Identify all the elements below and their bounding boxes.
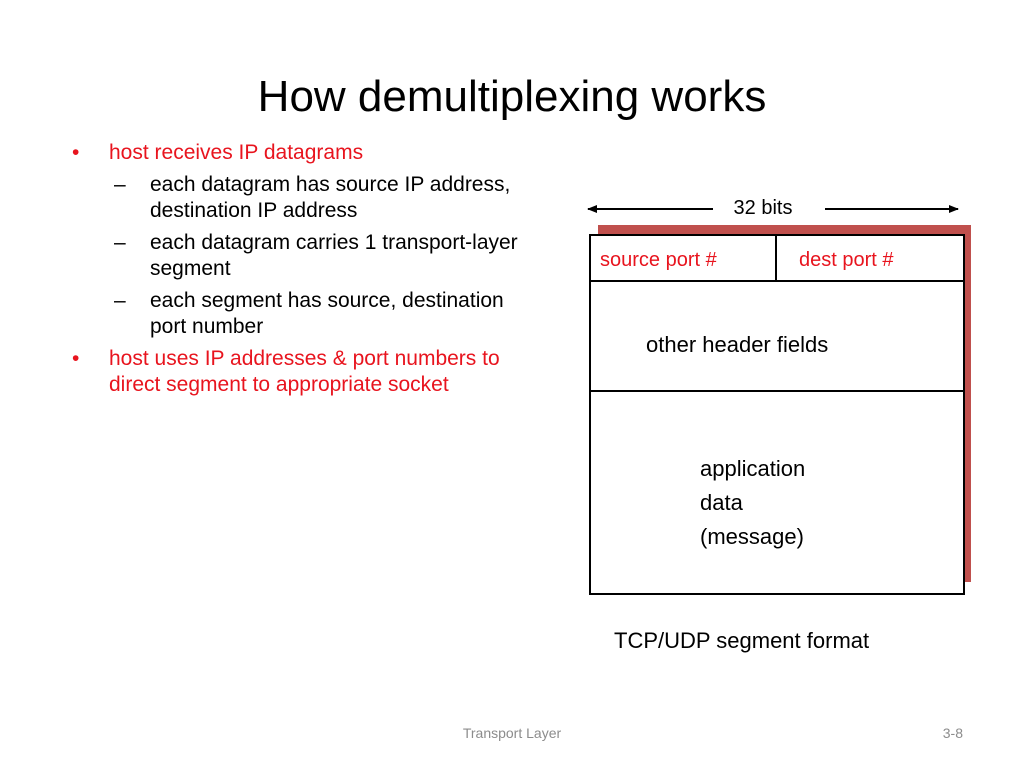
sub-bullet-marker: – <box>114 289 126 312</box>
slide-title: How demultiplexing works <box>257 72 767 121</box>
bullet-item: • host uses IP addresses & port numbers … <box>60 346 520 398</box>
app-data-line: (message) <box>700 524 804 549</box>
sub-bullet-item: – each segment has source, destination p… <box>105 288 520 340</box>
source-port-field: source port # <box>600 249 717 271</box>
page-number: 3-8 <box>942 725 963 741</box>
sub-bullet-marker: – <box>114 231 126 254</box>
sub-bullet-marker: – <box>114 173 126 196</box>
bullet-list: • host receives IP datagrams – each data… <box>60 140 520 398</box>
diagram-caption: TCP/UDP segment format <box>614 628 870 653</box>
header-fields-row: other header fields <box>591 282 963 392</box>
sub-bullet-text: each datagram carries 1 transport-layer … <box>150 231 518 280</box>
application-data-label: application data (message) <box>700 452 805 554</box>
width-arrow <box>587 205 959 213</box>
bullet-marker: • <box>72 141 80 164</box>
port-divider <box>775 236 777 280</box>
app-data-line: application <box>700 456 806 481</box>
bullet-text: host receives IP datagrams <box>109 141 364 164</box>
width-label: 32 bits <box>733 197 793 219</box>
bullet-text: host uses IP addresses & port numbers to… <box>109 347 500 396</box>
app-data-line: data <box>700 490 743 515</box>
bullet-marker: • <box>72 347 80 370</box>
segment-format-box: source port # dest port # other header f… <box>589 234 965 595</box>
sub-bullet-text: each segment has source, destination por… <box>150 289 504 338</box>
header-fields-label: other header fields <box>646 332 829 357</box>
port-row: source port # dest port # <box>591 236 963 282</box>
dest-port-field: dest port # <box>799 249 894 271</box>
sub-bullet-item: – each datagram carries 1 transport-laye… <box>105 230 520 282</box>
sub-bullet-item: – each datagram has source IP address, d… <box>105 172 520 224</box>
sub-bullet-list: – each datagram has source IP address, d… <box>109 172 520 340</box>
footer-text: Transport Layer <box>462 725 562 741</box>
sub-bullet-text: each datagram has source IP address, des… <box>150 173 511 222</box>
bullet-item: • host receives IP datagrams – each data… <box>60 140 520 340</box>
